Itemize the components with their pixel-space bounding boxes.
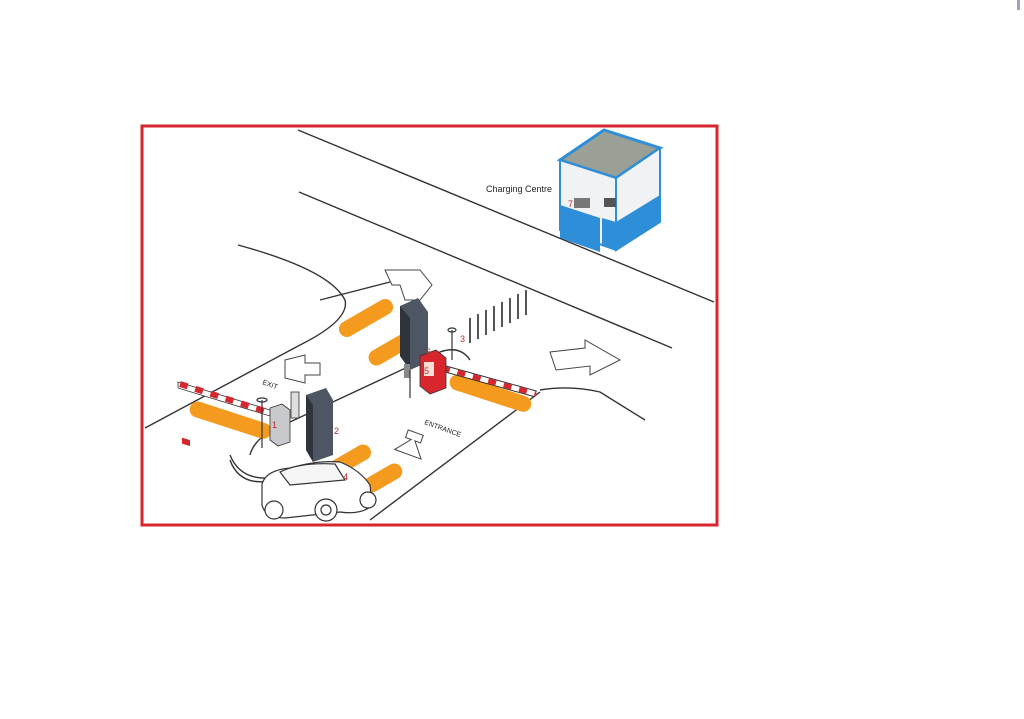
arrow-entrance-icon [393,429,424,460]
marker-6: 6 [426,347,431,357]
entrance-barrier-arm [441,364,537,398]
loop-detectors [189,299,532,493]
marker-5: 5 [424,366,429,376]
exit-column [306,388,333,462]
window-edge-marker [1017,0,1020,10]
marker-1: 1 [272,420,277,430]
arrow-top-icon [384,269,433,301]
road-lines [144,129,715,521]
marker-3: 3 [460,334,465,344]
fence-posts [469,290,527,343]
exit-ticket-machine [269,391,300,447]
charging-booth [556,128,664,252]
arrow-right-icon [549,339,622,376]
marker-numbers: 1 2 3 4 5 6 7 [272,199,573,482]
marker-7: 7 [568,199,573,209]
camera-poles [256,327,457,448]
entrance-ticket-machine [419,349,447,395]
car [261,461,377,522]
entrance-label: ENTRANCE [423,419,462,439]
entrance-column [400,298,428,378]
marker-2: 2 [334,426,339,436]
arrow-exit-icon [284,354,321,384]
diagram-frame [140,124,719,527]
direction-arrows [284,269,622,460]
marker-4: 4 [343,472,348,482]
exit-label: EXIT [261,379,279,391]
charging-centre-label: Charging Centre [486,184,552,194]
